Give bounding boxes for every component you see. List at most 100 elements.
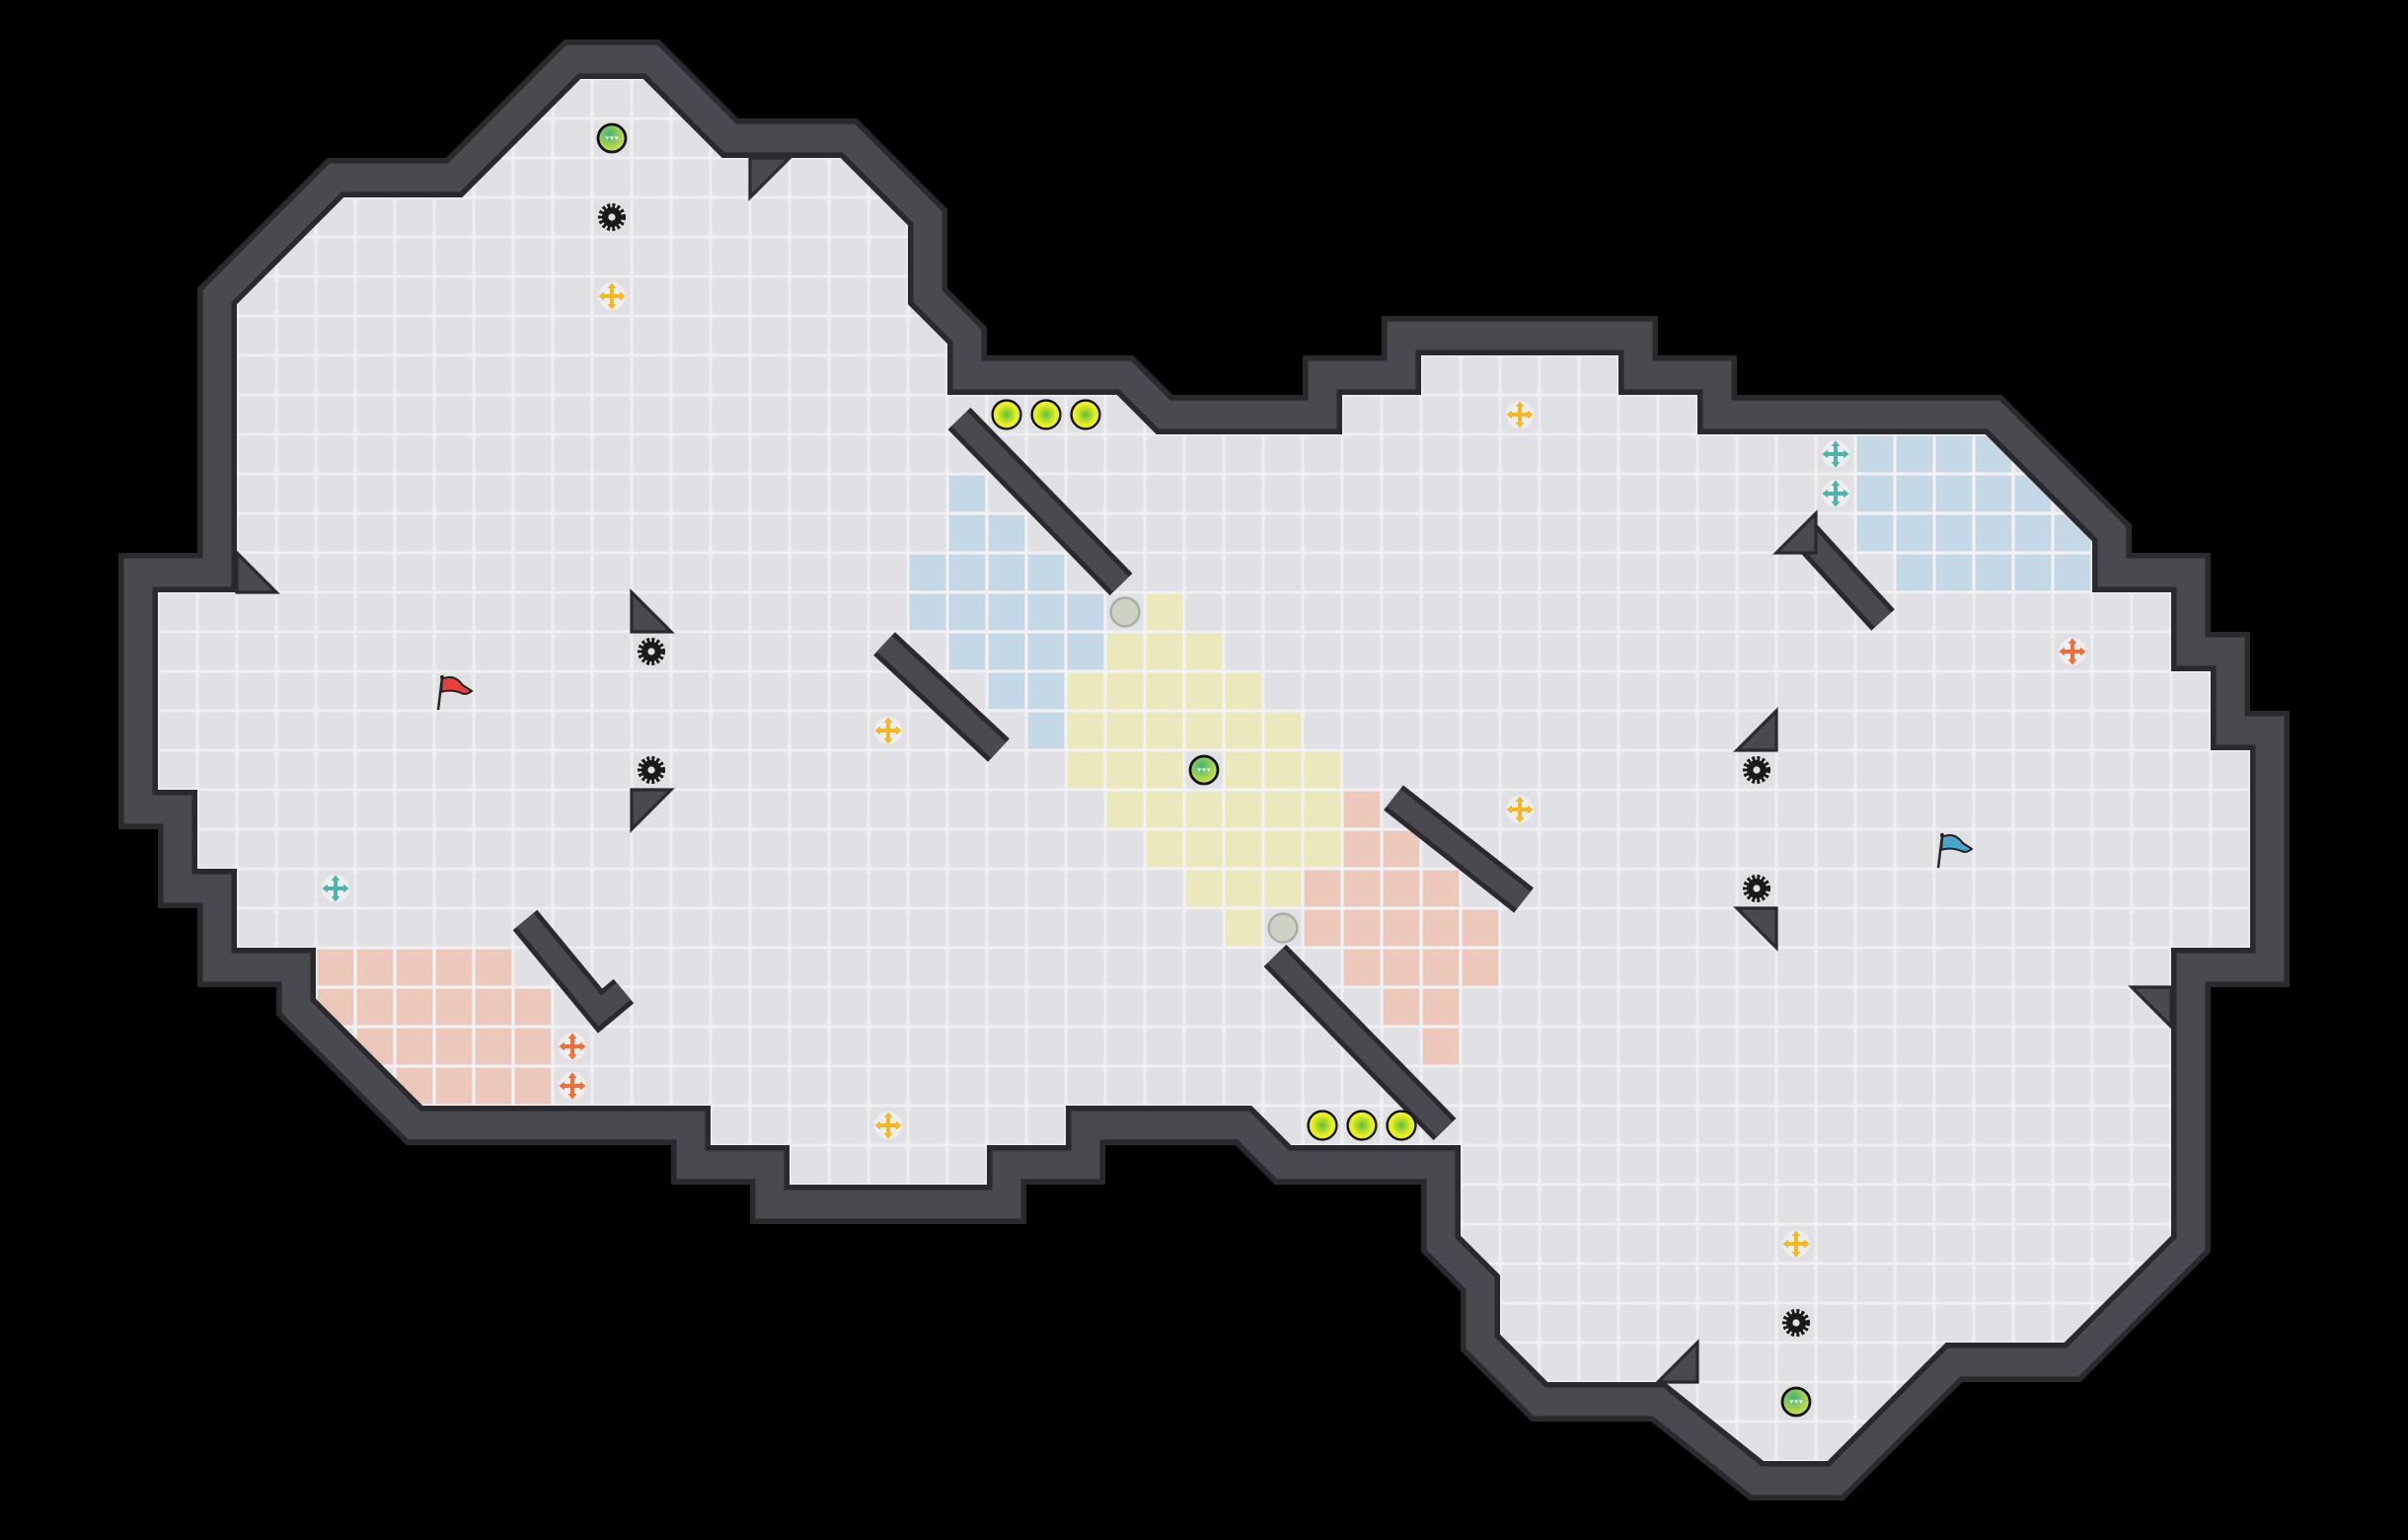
spike: [1781, 1308, 1811, 1338]
blue-zone-tile: [947, 474, 987, 513]
spike-icon: [637, 637, 666, 666]
yellow-zone-tile: [1066, 711, 1105, 750]
red-zone-tile: [513, 1027, 553, 1066]
neutral-marker: [598, 282, 626, 310]
wall-corner: [630, 588, 675, 634]
red-zone-tile: [1303, 908, 1342, 948]
blue-marker: [1822, 440, 1849, 468]
blue-zone-tile: [987, 671, 1026, 711]
red-zone-tile: [1421, 1027, 1461, 1066]
red-marker: [2059, 638, 2086, 665]
button-icon: [1109, 596, 1141, 628]
red-marker-icon: [559, 1033, 586, 1060]
wall-corner: [748, 156, 793, 201]
blue-zone-tile: [1934, 434, 1974, 474]
spike-icon: [1742, 755, 1771, 785]
wall-corner: [1733, 906, 1778, 952]
yellow-zone-tile: [1224, 869, 1263, 908]
spike-icon: [597, 202, 627, 232]
blue-zone-tile: [2053, 553, 2092, 592]
blue-zone-tile: [1934, 553, 1974, 592]
blue-marker: [1822, 480, 1849, 507]
bomb-icon: [1346, 1110, 1378, 1141]
spike: [637, 755, 666, 785]
blue-zone-tile: [947, 632, 987, 671]
blue-zone-tile: [908, 553, 947, 592]
inner-wall: [1387, 789, 1531, 909]
spike-icon: [1781, 1308, 1811, 1338]
red-zone-tile: [1382, 869, 1421, 908]
red-zone-tile: [395, 987, 434, 1027]
blue-marker: [322, 875, 349, 902]
blue-zone-tile: [1895, 553, 1934, 592]
red-zone-tile: [355, 987, 395, 1027]
blue-flag-icon: [1940, 834, 1974, 854]
blue-zone-tile: [1855, 513, 1895, 553]
red-zone-tile: [1342, 908, 1382, 948]
neutral-marker: [1782, 1230, 1810, 1258]
red-zone-tile: [1342, 790, 1382, 829]
yellow-zone-tile: [1105, 790, 1145, 829]
blue-zone-tile: [1934, 513, 1974, 553]
entities: [322, 122, 2086, 1418]
spike-icon: [637, 755, 666, 785]
bomb: [1386, 1110, 1417, 1141]
boost: [1188, 754, 1220, 786]
yellow-zone-tile: [1184, 790, 1224, 829]
bomb-icon: [1307, 1110, 1338, 1141]
blue-zone-tile: [947, 553, 987, 592]
yellow-zone-tile: [1263, 829, 1303, 869]
boost: [1780, 1386, 1812, 1418]
blue-zone-tile: [1895, 513, 1934, 553]
red-zone-tile: [316, 948, 355, 987]
red-zone-tile: [1421, 987, 1461, 1027]
button: [1109, 596, 1141, 628]
neutral-marker-icon: [1506, 796, 1534, 823]
blue-marker-icon: [1822, 440, 1849, 468]
yellow-zone-tile: [1184, 829, 1224, 869]
neutral-marker-icon: [598, 282, 626, 310]
outer-wall: [123, 44, 2285, 1496]
red-zone-tile: [434, 1027, 474, 1066]
red-marker: [559, 1033, 586, 1060]
yellow-zone-tile: [1145, 829, 1184, 869]
inner-wall: [1267, 948, 1453, 1137]
inner-wall: [516, 912, 632, 1027]
red-zone-tile: [513, 1066, 553, 1106]
yellow-zone-tile: [1263, 869, 1303, 908]
red-zone-tile: [1461, 908, 1500, 948]
wall-corner: [1772, 509, 1818, 555]
red-marker-icon: [559, 1072, 586, 1100]
red-zone-tile: [1382, 908, 1421, 948]
neutral-marker-icon: [1782, 1230, 1810, 1258]
neutral-marker-icon: [874, 717, 902, 744]
red-zone-tile: [1461, 948, 1500, 987]
blue-zone-tile: [1974, 553, 2013, 592]
red-zone-tile: [395, 948, 434, 987]
red-zone-tile: [1421, 948, 1461, 987]
yellow-zone-tile: [1105, 711, 1145, 750]
blue-zone-tile: [1026, 711, 1066, 750]
neutral-marker: [874, 1112, 902, 1139]
red-zone-tile: [513, 987, 553, 1027]
red-zone-tile: [474, 1066, 513, 1106]
button: [1267, 912, 1299, 944]
red-marker-icon: [2059, 638, 2086, 665]
bomb-icon: [1070, 399, 1101, 430]
red-zone-tile: [1382, 948, 1421, 987]
red-zone-tile: [1303, 869, 1342, 908]
blue-marker-icon: [322, 875, 349, 902]
blue-zone-tile: [1026, 592, 1066, 632]
yellow-zone-tile: [1066, 671, 1105, 711]
yellow-zone-tile: [1224, 829, 1263, 869]
blue-zone-tile: [1066, 632, 1105, 671]
red-flag: [436, 675, 474, 711]
yellow-zone-tile: [1145, 671, 1184, 711]
yellow-zone-tile: [1303, 750, 1342, 790]
neutral-marker: [1506, 401, 1534, 428]
yellow-zone-tile: [1224, 790, 1263, 829]
blue-zone-tile: [1974, 513, 2013, 553]
blue-zone-tile: [908, 592, 947, 632]
yellow-zone-tile: [1066, 750, 1105, 790]
spike: [1742, 874, 1771, 903]
